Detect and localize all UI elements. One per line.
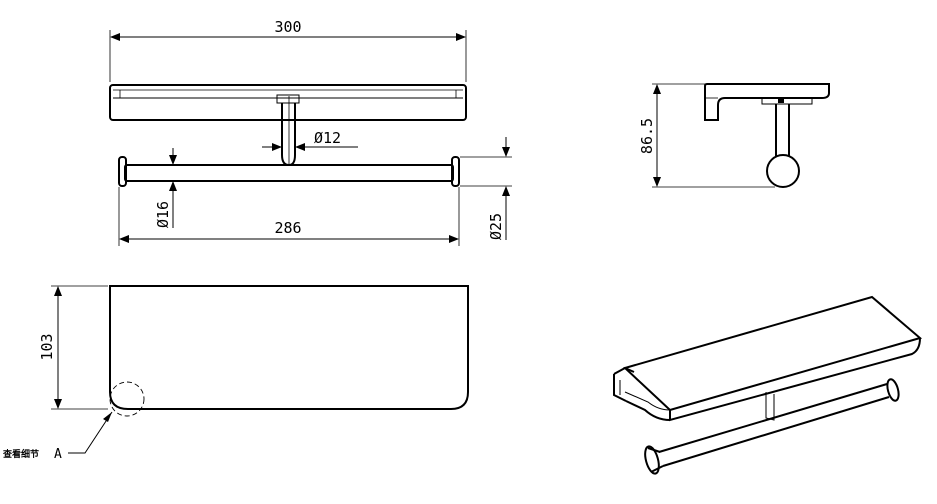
isometric-view	[613, 295, 923, 475]
dim-shelf-depth: 103	[38, 333, 56, 360]
detail-callout-marker: A	[54, 447, 62, 462]
dim-overall-width: 300	[274, 18, 301, 36]
dim-side-height: 86.5	[638, 118, 656, 154]
dim-end-cap-diameter: Ø25	[487, 213, 505, 240]
detail-callout-label: 查看细节	[2, 448, 39, 460]
dim-post-diameter: Ø12	[314, 129, 341, 147]
dim-rod-diameter: Ø16	[154, 201, 172, 228]
dim-rod-length: 286	[274, 219, 301, 237]
side-view: 86.5	[638, 83, 830, 188]
front-view: 300 Ø12 Ø16 Ø25 2	[109, 18, 512, 246]
top-view: 103 查看细节 A	[2, 285, 469, 462]
